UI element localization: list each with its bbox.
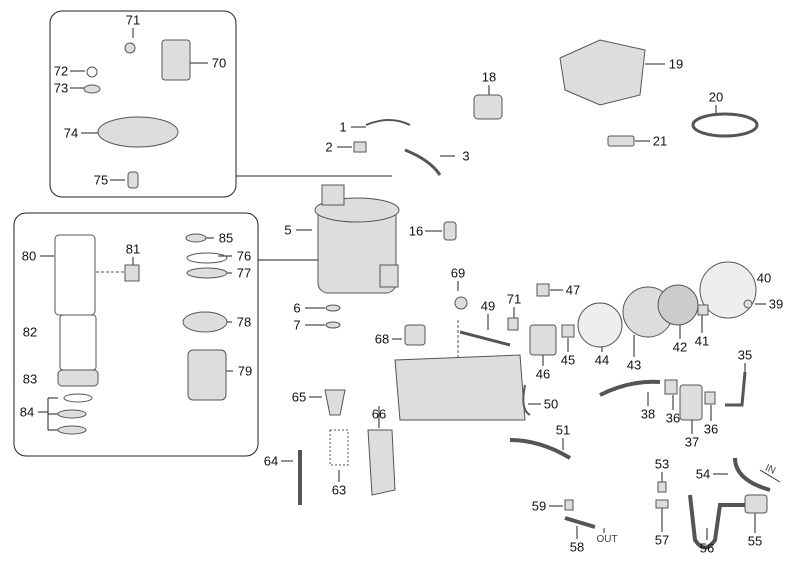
part-label-85: 85: [218, 230, 234, 246]
part-label-55: 55: [747, 533, 763, 549]
part-label-38: 38: [640, 406, 656, 422]
part-label-18: 18: [481, 69, 497, 85]
burner-parts-box: [49, 10, 237, 198]
part-label-83: 83: [22, 371, 38, 387]
part-label-20: 20: [708, 89, 724, 105]
part-label-19: 19: [668, 56, 684, 72]
part-label-54: 54: [695, 466, 711, 482]
part-label-78: 78: [236, 314, 252, 330]
part-label-71b: 71: [506, 291, 522, 307]
part-label-65: 65: [291, 389, 307, 405]
parts: [54, 39, 781, 550]
part-label-41: 41: [694, 333, 710, 349]
part-label-21: 21: [652, 133, 668, 149]
part-label-63: 63: [331, 482, 347, 498]
part-label-16: 16: [408, 223, 424, 239]
part-label-81: 81: [125, 241, 141, 257]
part-label-77: 77: [236, 265, 252, 281]
part-label-76: 76: [236, 248, 252, 264]
part-label-66: 66: [371, 406, 387, 422]
part-label-71: 71: [125, 12, 141, 28]
part-label-39: 39: [768, 296, 784, 312]
part-label-53: 53: [654, 456, 670, 472]
part-label-82: 82: [22, 324, 38, 340]
part-label-84: 84: [19, 404, 35, 420]
part-label-37: 37: [684, 434, 700, 450]
part-label-73: 73: [53, 80, 69, 96]
part-label-40: 40: [756, 270, 772, 286]
part-label-45: 45: [560, 352, 576, 368]
part-label-46: 46: [535, 366, 551, 382]
part-label-56: 56: [699, 540, 715, 556]
part-label-72: 72: [53, 63, 69, 79]
part-label-50: 50: [543, 396, 559, 412]
part-label-57: 57: [654, 532, 670, 548]
part-label-36b: 36: [703, 421, 719, 437]
part-label-36: 36: [665, 410, 681, 426]
part-label-75: 75: [93, 172, 109, 188]
part-label-59: 59: [531, 498, 547, 514]
part-label-35: 35: [737, 347, 753, 363]
part-label-64: 64: [263, 453, 279, 469]
part-label-49: 49: [480, 298, 496, 314]
part-label-69: 69: [450, 265, 466, 281]
part-label-80: 80: [21, 248, 37, 264]
part-label-47: 47: [565, 282, 581, 298]
part-label-70: 70: [211, 55, 227, 71]
part-label-68: 68: [374, 331, 390, 347]
part-label-74: 74: [63, 125, 79, 141]
part-label-58: 58: [569, 539, 585, 555]
part-label-2: 2: [325, 139, 333, 155]
part-label-6: 6: [293, 300, 301, 316]
part-label-79: 79: [237, 363, 253, 379]
flow-out-label: OUT: [596, 534, 618, 545]
part-label-51: 51: [555, 422, 571, 438]
part-label-3: 3: [462, 148, 470, 164]
part-label-43: 43: [626, 357, 642, 373]
part-label-7: 7: [293, 317, 301, 333]
part-label-42: 42: [672, 339, 688, 355]
part-label-1: 1: [339, 119, 347, 135]
part-label-44: 44: [594, 352, 610, 368]
part-label-5: 5: [284, 222, 292, 238]
tank-parts-box: [13, 212, 259, 457]
